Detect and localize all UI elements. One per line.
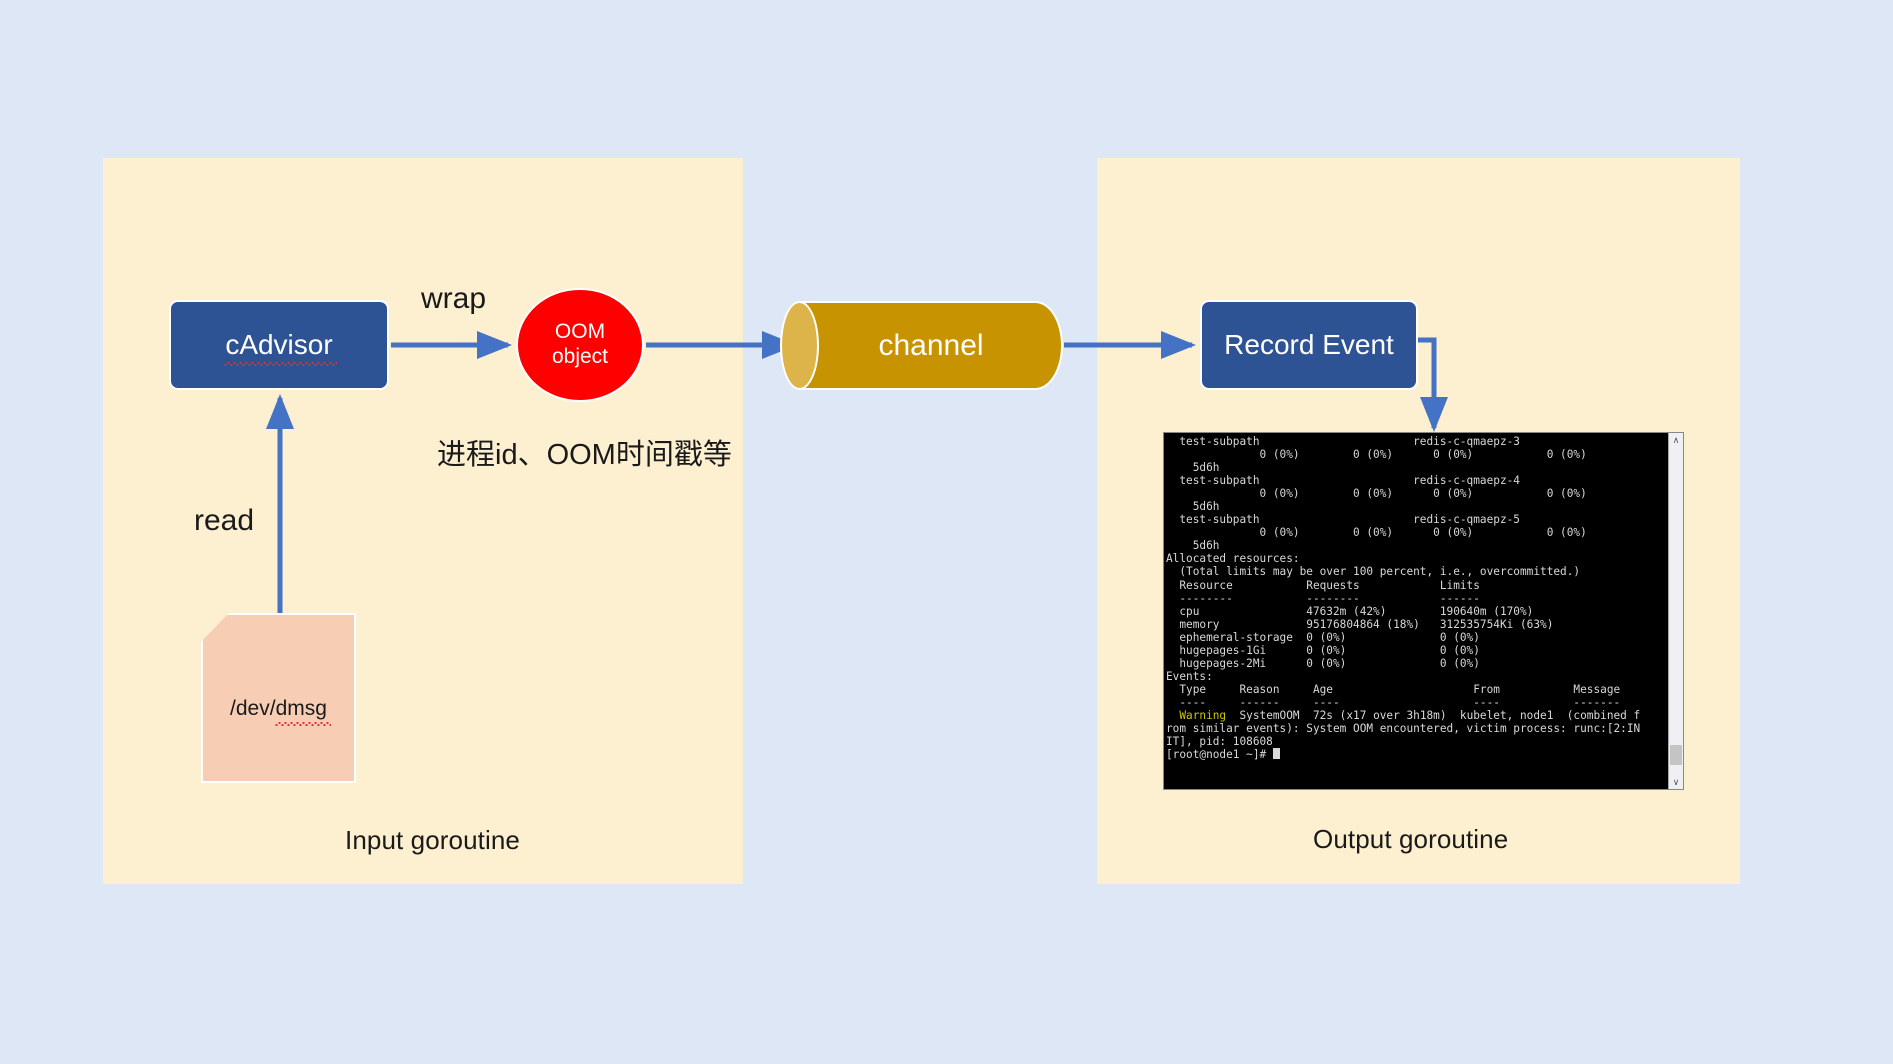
node-oom-object-line2: object bbox=[551, 345, 609, 368]
terminal-line: Allocated resources: bbox=[1166, 552, 1300, 566]
scroll-down-icon[interactable]: ∨ bbox=[1672, 776, 1680, 787]
edge-label-oom-fields: 进程id、OOM时间戳等 bbox=[437, 439, 732, 471]
terminal-line: rom similar events): System OOM encounte… bbox=[1166, 722, 1641, 736]
edge-label-wrap: wrap bbox=[421, 282, 487, 315]
terminal-line: memory 95176804864 (18%) 312535754Ki (63… bbox=[1166, 617, 1554, 631]
channel-cylinder-body bbox=[799, 301, 1063, 390]
terminal-line: hugepages-1Gi 0 (0%) 0 (0%) bbox=[1166, 643, 1480, 657]
node-dev-dmsg-label: /dev/dmsg bbox=[201, 697, 356, 726]
terminal-line: -------- -------- ------ bbox=[1166, 591, 1480, 605]
terminal-line: ephemeral-storage 0 (0%) 0 (0%) bbox=[1166, 630, 1480, 644]
terminal-line: ---- ------ ---- ---- ------- bbox=[1166, 695, 1621, 709]
terminal-line: 0 (0%) 0 (0%) 0 (0%) 0 (0%) bbox=[1166, 448, 1587, 462]
terminal-line: 5d6h bbox=[1166, 461, 1220, 475]
scroll-up-icon[interactable]: ∧ bbox=[1672, 434, 1680, 445]
node-record-event[interactable]: Record Event bbox=[1200, 300, 1418, 390]
terminal-line: (Total limits may be over 100 percent, i… bbox=[1166, 565, 1581, 579]
terminal-line: Resource Requests Limits bbox=[1166, 578, 1480, 592]
document-shape bbox=[201, 613, 356, 783]
terminal-scrollbar[interactable]: ∧ ∨ bbox=[1668, 433, 1683, 789]
terminal-warning-line: Warning SystemOOM 72s (x17 over 3h18m) k… bbox=[1179, 708, 1641, 722]
dmsg-path-prefix: /dev/ bbox=[230, 697, 276, 720]
node-cadvisor-label: cAdvisor bbox=[224, 329, 338, 366]
terminal-line: Type Reason Age From Message bbox=[1166, 682, 1621, 696]
terminal-output: test-subpath redis-c-qmaepz-3 0 (0%) 0 (… bbox=[1164, 433, 1668, 789]
terminal-line: test-subpath redis-c-qmaepz-3 bbox=[1166, 435, 1520, 448]
node-channel[interactable]: channel bbox=[780, 301, 1063, 390]
channel-cylinder-cap bbox=[780, 301, 819, 390]
terminal-screenshot[interactable]: test-subpath redis-c-qmaepz-3 0 (0%) 0 (… bbox=[1163, 432, 1684, 790]
node-oom-object[interactable]: OOM object bbox=[516, 288, 644, 402]
node-dev-dmsg[interactable]: /dev/dmsg bbox=[201, 613, 356, 783]
terminal-line: 0 (0%) 0 (0%) 0 (0%) 0 (0%) bbox=[1166, 526, 1587, 540]
scrollbar-thumb[interactable] bbox=[1670, 745, 1682, 765]
node-cadvisor[interactable]: cAdvisor bbox=[169, 300, 389, 390]
terminal-line: 5d6h bbox=[1166, 539, 1220, 553]
node-oom-object-line1: OOM bbox=[554, 320, 606, 344]
terminal-line: hugepages-2Mi 0 (0%) 0 (0%) bbox=[1166, 656, 1480, 670]
panel-input-caption: Input goroutine bbox=[345, 825, 520, 855]
terminal-line: 5d6h bbox=[1166, 500, 1220, 514]
panel-output-caption: Output goroutine bbox=[1313, 824, 1509, 854]
terminal-cursor bbox=[1272, 748, 1280, 760]
warning-token: Warning bbox=[1179, 708, 1227, 722]
terminal-line: cpu 47632m (42%) 190640m (170%) bbox=[1166, 604, 1534, 618]
terminal-line: Events: bbox=[1166, 669, 1213, 683]
dmsg-path-suffix: dmsg bbox=[274, 697, 332, 726]
node-record-event-label: Record Event bbox=[1224, 329, 1394, 360]
edge-label-read: read bbox=[194, 504, 255, 537]
terminal-line: IT], pid: 108608 bbox=[1166, 735, 1273, 749]
terminal-line: test-subpath redis-c-qmaepz-4 bbox=[1166, 474, 1520, 488]
terminal-line: test-subpath redis-c-qmaepz-5 bbox=[1166, 513, 1520, 527]
terminal-prompt-line: [root@node1 ~]# bbox=[1166, 748, 1668, 761]
terminal-line: 0 (0%) 0 (0%) 0 (0%) 0 (0%) bbox=[1166, 487, 1587, 501]
node-channel-label: channel bbox=[878, 328, 984, 362]
